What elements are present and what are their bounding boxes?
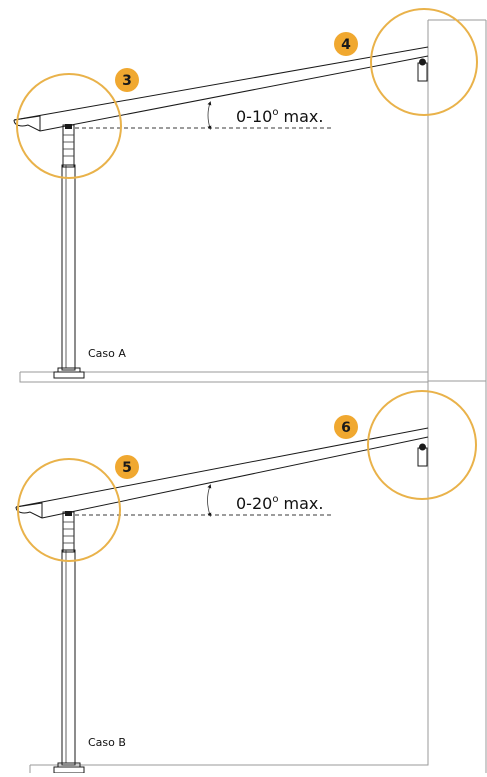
svg-text:4: 4 [341, 37, 351, 53]
wall-outline [30, 381, 429, 766]
angle-arc [207, 101, 212, 130]
angle-label: 0-20o max. [236, 494, 323, 513]
case-label: Caso A [88, 347, 126, 360]
support-post [53, 511, 85, 774]
svg-text:6: 6 [341, 420, 351, 436]
badge-post: 3 [115, 68, 139, 92]
panel-case-b: 0-20o max. Caso B 5 6 [15, 380, 487, 774]
wall-outline [19, 20, 429, 383]
badge-wall: 6 [334, 415, 358, 439]
angle-label: 0-10o max. [236, 107, 323, 126]
detail-circle-wall [370, 8, 478, 116]
support-post [53, 124, 85, 379]
roof-beam [15, 427, 429, 519]
roof-beam [13, 46, 429, 132]
svg-text:3: 3 [122, 73, 132, 89]
badge-post: 5 [115, 455, 139, 479]
wall-bracket [417, 443, 428, 467]
svg-text:5: 5 [122, 460, 132, 476]
case-label: Caso B [88, 736, 126, 749]
panel-case-a: 0-10o max. Caso A 3 4 [13, 8, 487, 383]
wall-bracket [417, 58, 428, 82]
detail-circle-post [16, 73, 122, 179]
badge-wall: 4 [334, 32, 358, 56]
detail-circle-post [17, 458, 121, 562]
angle-arc [207, 484, 212, 517]
detail-circle-wall [367, 390, 477, 500]
